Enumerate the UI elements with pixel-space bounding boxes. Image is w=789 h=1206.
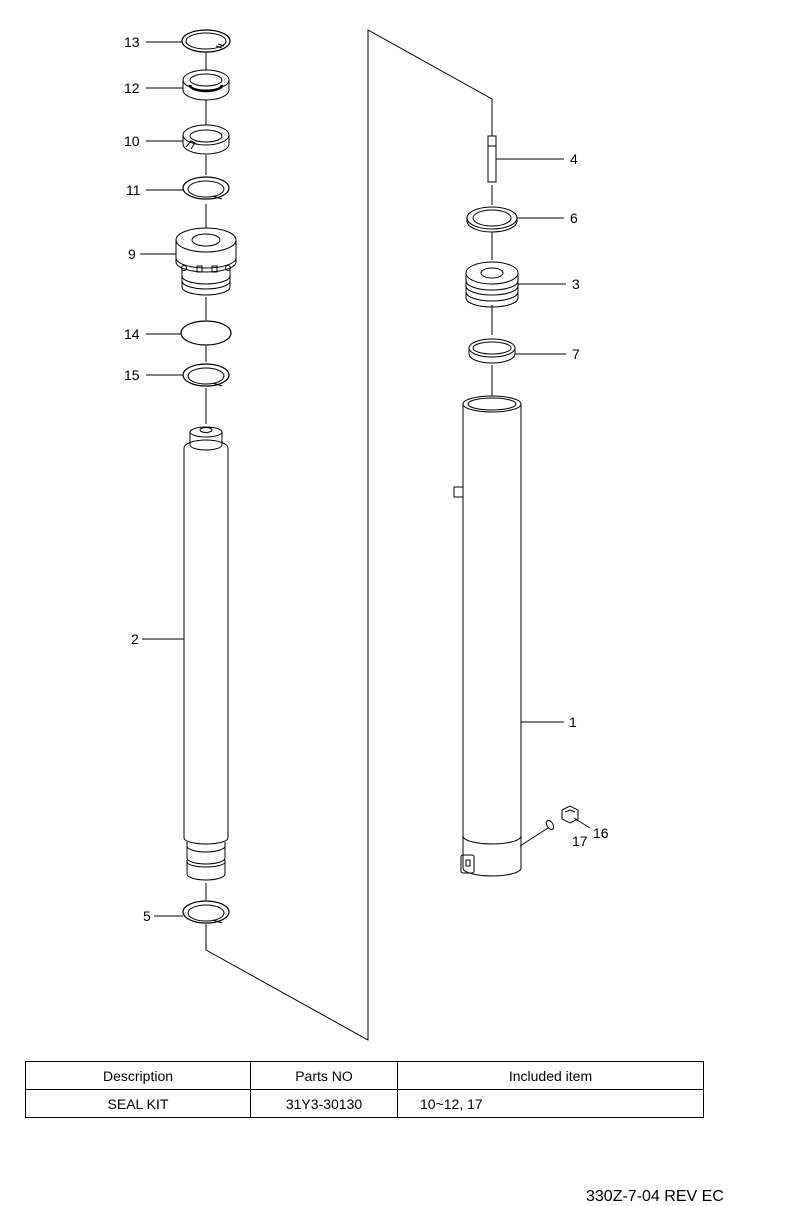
part-11-rod-seal <box>182 176 230 200</box>
part-9-rod-gland <box>175 227 237 296</box>
callout-16: 16 <box>593 825 609 841</box>
callout-numbers: 13 12 10 11 9 14 15 2 5 4 6 3 7 1 16 17 <box>124 34 609 924</box>
callout-15: 15 <box>124 367 140 383</box>
callout-3: 3 <box>572 276 580 292</box>
part-5-snap-ring <box>182 900 230 924</box>
callout-10: 10 <box>124 133 140 149</box>
callout-7: 7 <box>572 346 580 362</box>
part-3-piston <box>465 261 519 308</box>
part-14-o-ring <box>180 320 232 346</box>
part-13-snap-ring <box>181 29 231 53</box>
callout-14: 14 <box>124 326 140 342</box>
part-16-grease-nipple <box>561 805 579 824</box>
callout-17: 17 <box>572 833 588 849</box>
exploded-parts-diagram: 13 12 10 11 9 14 15 2 5 4 6 3 7 1 16 17 <box>124 29 609 1041</box>
callout-9: 9 <box>128 246 136 262</box>
callout-12: 12 <box>124 80 140 96</box>
header-parts-no: Parts NO <box>250 1061 398 1090</box>
callout-4: 4 <box>570 151 578 167</box>
cell-description: SEAL KIT <box>25 1089 251 1118</box>
header-included-item: Included item <box>397 1061 704 1090</box>
callout-leaders <box>140 41 591 917</box>
drawing-code: 330Z-7-04 REV EC <box>586 1188 724 1205</box>
callout-13: 13 <box>124 34 140 50</box>
parts-table: Description Parts NO Included item SEAL … <box>25 1061 704 1118</box>
part-15-backup-ring <box>182 363 230 387</box>
cell-included-item: 10~12, 17 <box>397 1089 704 1118</box>
part-2-piston-rod <box>183 426 229 881</box>
part-12-dust-wiper <box>182 69 230 101</box>
table-row: SEAL KIT 31Y3-30130 10~12, 17 <box>25 1089 704 1118</box>
callout-11: 11 <box>126 182 141 198</box>
part-17-pin <box>545 819 555 831</box>
part-6-ring <box>466 206 518 233</box>
header-description: Description <box>25 1061 251 1090</box>
callout-6: 6 <box>570 210 578 226</box>
part-7-wear-ring <box>468 338 516 364</box>
assembly-connector-line <box>205 29 493 1041</box>
table-header-row: Description Parts NO Included item <box>25 1061 704 1090</box>
part-1-cylinder-tube <box>453 395 522 877</box>
callout-5: 5 <box>143 908 151 924</box>
callout-1: 1 <box>569 714 577 730</box>
cell-parts-no: 31Y3-30130 <box>250 1089 398 1118</box>
part-4-pin <box>487 135 497 183</box>
callout-2: 2 <box>131 631 139 647</box>
part-10-backup-ring <box>182 124 230 155</box>
